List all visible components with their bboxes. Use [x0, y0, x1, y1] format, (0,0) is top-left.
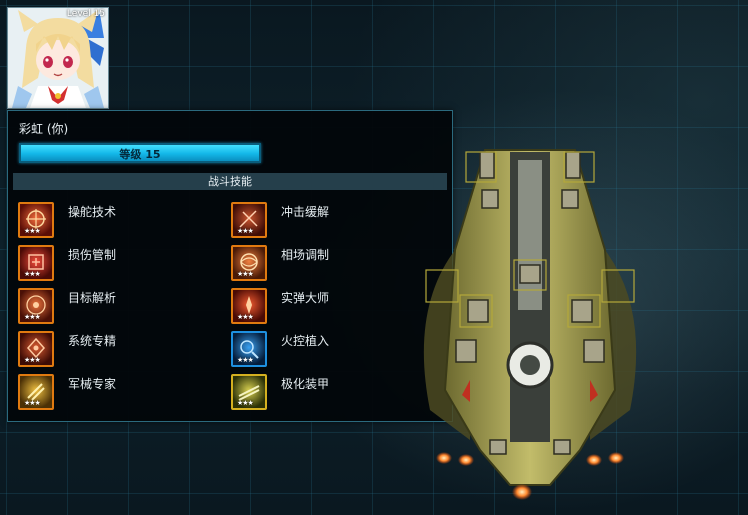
skill-polarized-armor[interactable]: ★★★ 极化装甲: [231, 374, 431, 414]
skill-label: 系统专精: [68, 334, 117, 348]
rank-stars-icon: ★★★: [24, 399, 41, 407]
rank-stars-icon: ★★★: [24, 356, 41, 364]
skill-impact-mitigation[interactable]: ★★★ 冲击缓解: [231, 202, 431, 242]
fire-control-icon: ★★★: [231, 331, 267, 367]
skill-target-analysis[interactable]: ★★★ 目标解析: [18, 288, 218, 328]
system-mastery-icon: ★★★: [18, 331, 54, 367]
rank-stars-icon: ★★★: [237, 356, 254, 364]
target-analysis-icon: ★★★: [18, 288, 54, 324]
skill-label: 火控植入: [281, 334, 330, 348]
skill-label: 操舵技术: [68, 205, 117, 219]
helm-skill-icon: ★★★: [18, 202, 54, 238]
skill-label: 目标解析: [68, 291, 117, 305]
polarized-armor-icon: ★★★: [231, 374, 267, 410]
level-bar: 等级 15: [19, 143, 261, 163]
battleship-sprite[interactable]: [400, 140, 660, 510]
level-text: 等级 15: [119, 148, 161, 161]
skill-system-mastery[interactable]: ★★★ 系统专精: [18, 331, 218, 371]
ordnance-expert-icon: ★★★: [18, 374, 54, 410]
impact-mitigation-icon: ★★★: [231, 202, 267, 238]
damage-control-icon: ★★★: [18, 245, 54, 281]
skill-damage-control[interactable]: ★★★ 损伤管制: [18, 245, 218, 285]
ballistics-master-icon: ★★★: [231, 288, 267, 324]
skill-label: 相场调制: [281, 248, 330, 262]
avatar[interactable]: Level 15: [7, 7, 109, 109]
rank-stars-icon: ★★★: [24, 227, 41, 235]
rank-stars-icon: ★★★: [237, 270, 254, 278]
player-name: 彩虹 (你): [19, 122, 69, 136]
rank-stars-icon: ★★★: [237, 313, 254, 321]
skill-label: 极化装甲: [281, 377, 330, 391]
skill-phase-modulation[interactable]: ★★★ 相场调制: [231, 245, 431, 285]
skill-label: 实弹大师: [281, 291, 330, 305]
skill-label: 损伤管制: [68, 248, 117, 262]
skill-helm-tech[interactable]: ★★★ 操舵技术: [18, 202, 218, 242]
skill-ballistics-master[interactable]: ★★★ 实弹大师: [231, 288, 431, 328]
avatar-level-label: Level 15: [66, 9, 105, 19]
rank-stars-icon: ★★★: [24, 270, 41, 278]
player-info-panel: 彩虹 (你) 等级 15 战斗技能 ★★★ 操舵技术 ★★★ 损伤管制 ★★★ …: [7, 110, 453, 422]
phase-modulation-icon: ★★★: [231, 245, 267, 281]
combat-skills-header: 战斗技能: [13, 173, 447, 190]
skill-ordnance-expert[interactable]: ★★★ 军械专家: [18, 374, 218, 414]
skill-label: 冲击缓解: [281, 205, 330, 219]
rank-stars-icon: ★★★: [24, 313, 41, 321]
skill-label: 军械专家: [68, 377, 117, 391]
rank-stars-icon: ★★★: [237, 399, 254, 407]
avatar-portrait: [8, 8, 108, 108]
skill-fire-control-implant[interactable]: ★★★ 火控植入: [231, 331, 431, 371]
rank-stars-icon: ★★★: [237, 227, 254, 235]
